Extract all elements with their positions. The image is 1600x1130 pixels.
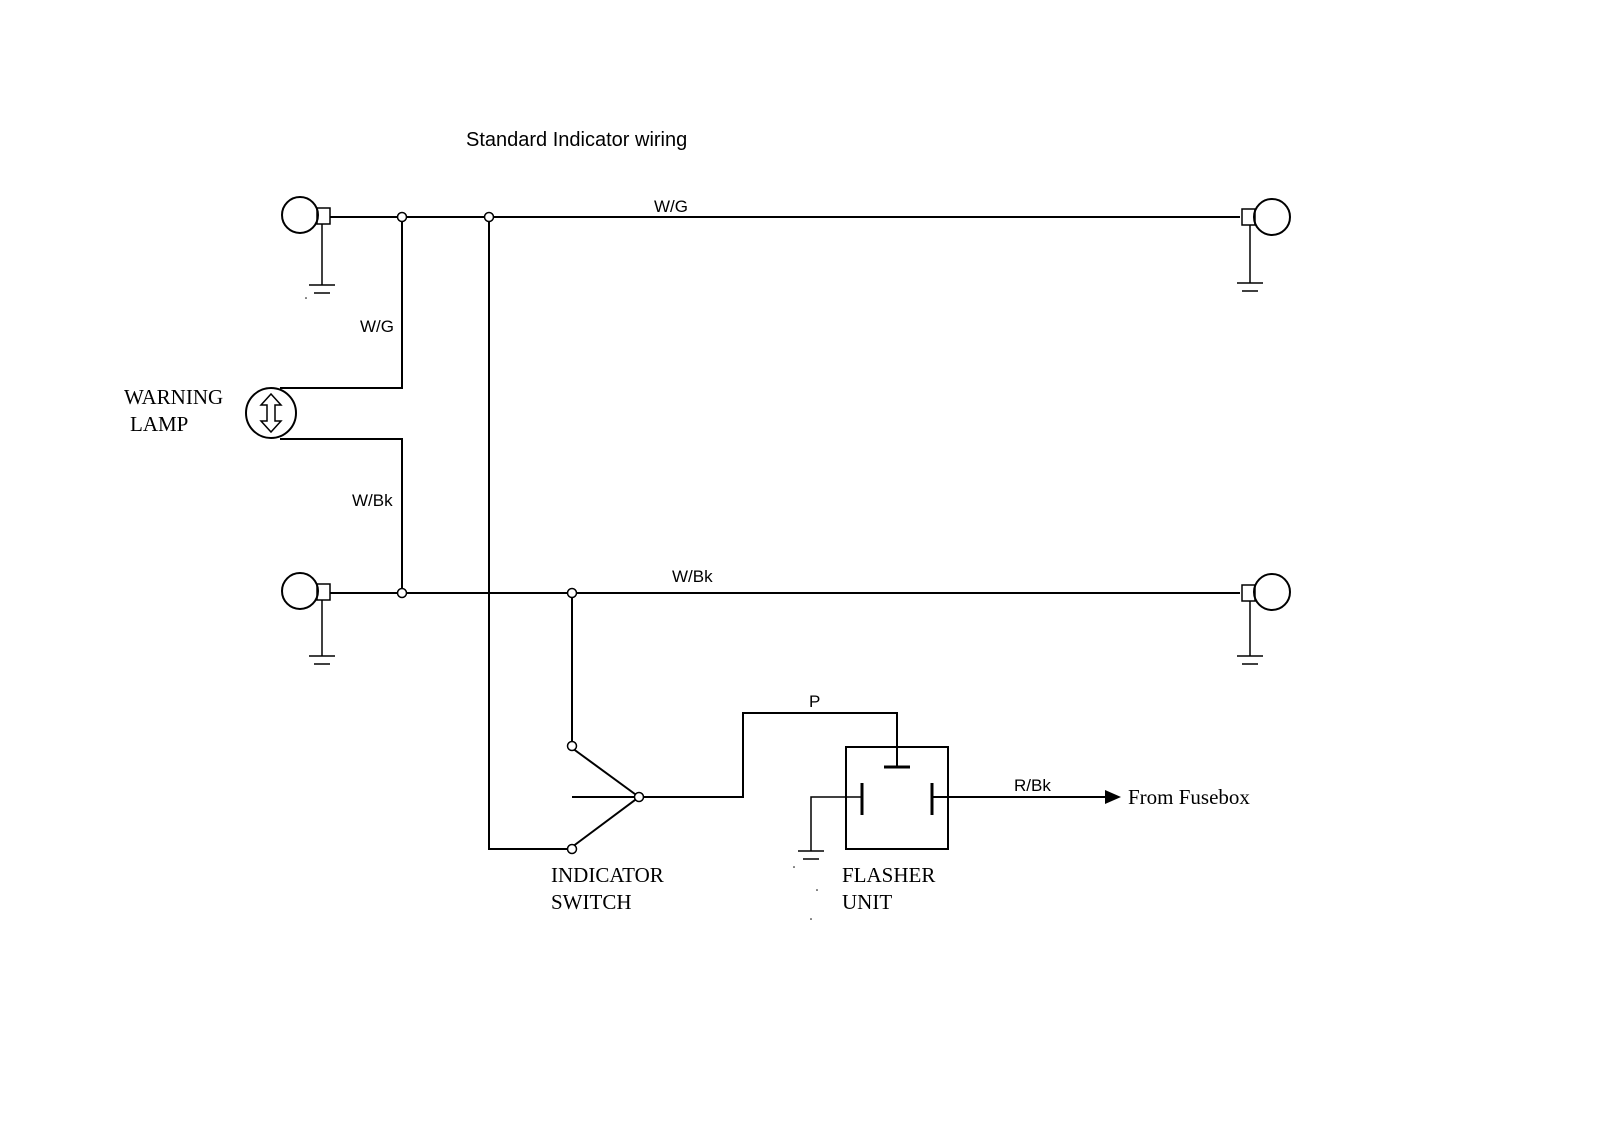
front-left-indicator-lamp: [281, 196, 335, 299]
lamp-holder-icon: [316, 583, 331, 601]
double-arrow-icon: [259, 392, 283, 434]
warning-lamp-label-line1: WARNING: [124, 385, 223, 409]
wire-label-switch-to-flasher: P: [809, 692, 820, 711]
rear-right-indicator-lamp: [1237, 573, 1291, 665]
lamp-holder-icon: [1241, 584, 1256, 602]
junction-node: [566, 587, 578, 599]
bulb-icon: [281, 572, 319, 610]
flasher-unit-label-line1: FLASHER: [842, 863, 935, 887]
switch-to-flasher-wire: [639, 712, 898, 798]
scan-dot: [810, 918, 812, 920]
flasher-earth-wire: [810, 796, 862, 851]
lamp-holder-icon: [316, 207, 331, 225]
bulb-icon: [1253, 573, 1291, 611]
supply-arrow-icon: [1105, 790, 1121, 804]
warning-lamp-icon: [245, 387, 297, 439]
front-switch-feed-wire: [488, 217, 572, 850]
bulb-icon: [1253, 198, 1291, 236]
switch-lower-contact-arm: [571, 796, 640, 848]
supply-source-label: From Fusebox: [1128, 785, 1250, 809]
indicator-switch-label-line2: SWITCH: [551, 890, 632, 914]
switch-contact-node: [566, 740, 578, 752]
indicator-switch: INDICATOR SWITCH: [551, 740, 664, 914]
scan-dot: [305, 297, 307, 299]
scan-dot: [816, 889, 818, 891]
indicator-switch-label-line1: INDICATOR: [551, 863, 664, 887]
wire-label-lamp-upper: W/G: [360, 317, 394, 336]
warning-lamp: WARNING LAMP: [124, 385, 297, 439]
warning-lamp-label-line2: LAMP: [130, 412, 188, 436]
flasher-unit-box: [845, 746, 949, 850]
lamp-holder-icon: [1241, 208, 1256, 226]
wire-label-supply: R/Bk: [1014, 776, 1051, 795]
flasher-unit-label-line2: UNIT: [842, 890, 892, 914]
wires: [280, 216, 1240, 851]
junction-nodes: [396, 211, 578, 599]
junction-node: [483, 211, 495, 223]
wire-label-lamp-lower: W/Bk: [352, 491, 393, 510]
bulb-icon: [281, 196, 319, 234]
wire-labels: W/G W/G W/Bk W/Bk P R/Bk: [352, 197, 1051, 795]
warning-lamp-upper-wire: [280, 217, 403, 389]
junction-node: [396, 587, 408, 599]
wire-label-rear: W/Bk: [672, 567, 713, 586]
switch-upper-contact-arm: [571, 747, 640, 798]
rear-left-indicator-lamp: [281, 572, 335, 665]
front-right-indicator-lamp: [1237, 198, 1291, 292]
junction-node: [396, 211, 408, 223]
wire-label-front: W/G: [654, 197, 688, 216]
scan-dot: [793, 866, 795, 868]
switch-pivot-node: [633, 791, 645, 803]
warning-lamp-lower-wire: [280, 438, 403, 593]
diagram-title: Standard Indicator wiring: [466, 129, 687, 151]
switch-contact-node: [566, 843, 578, 855]
flasher-unit: FLASHER UNIT: [793, 746, 949, 920]
